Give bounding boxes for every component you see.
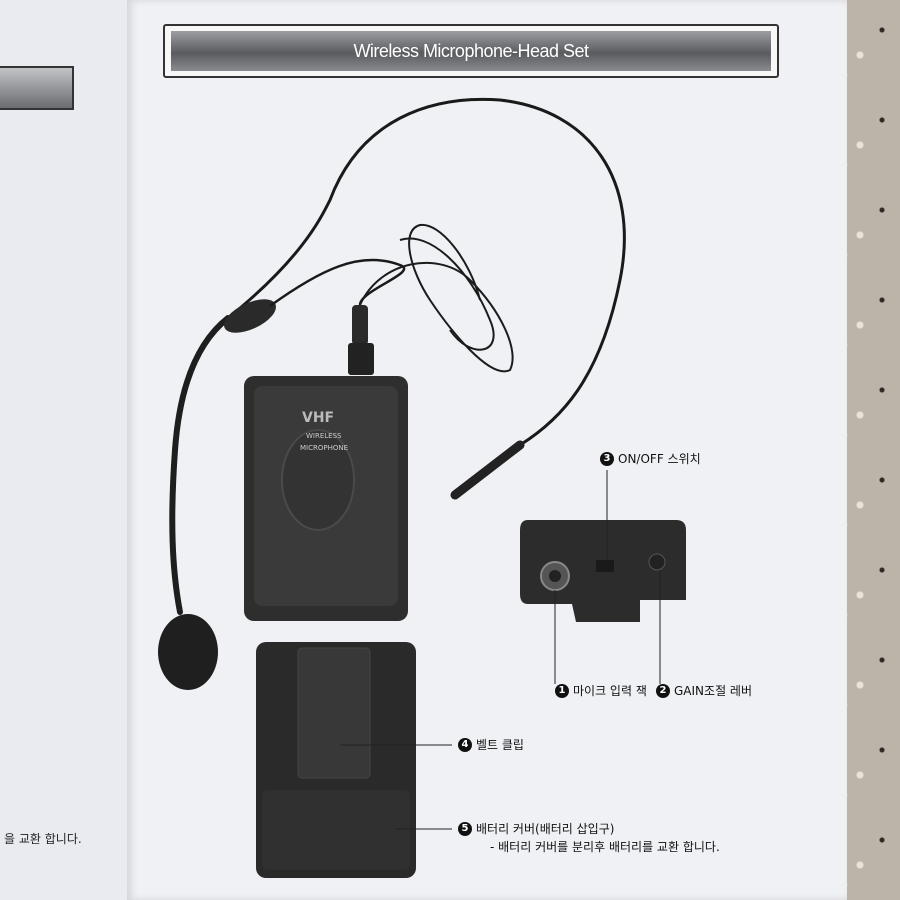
mic-foam-windscreen	[158, 614, 218, 690]
headset-boom	[169, 315, 231, 615]
coiled-cable	[359, 223, 514, 373]
cable-plug-base	[348, 343, 374, 375]
label-belt-clip: 4 벨트 클립	[458, 736, 524, 753]
manual-page: Wireless Microphone-Head Set	[127, 0, 847, 900]
label-mic-input-jack: 1 마이크 입력 잭	[555, 682, 647, 699]
headset-earpiece	[450, 440, 525, 500]
headset-ear-loop	[227, 97, 626, 447]
transmitter-emblem	[281, 429, 355, 531]
battery-note: - 배터리 커버를 분리후 배터리를 교환 합니다.	[490, 840, 720, 854]
label-gain-lever: 2 GAIN조절 레버	[656, 682, 752, 699]
left-page-text-fragment: 을 교환 합니다.	[4, 832, 82, 846]
label-on-off-switch: 3 ON/OFF 스위치	[600, 450, 701, 467]
gain-lever	[648, 553, 666, 571]
battery-cover-seam	[262, 790, 410, 870]
label-text-gain-lever: GAIN조절 레버	[674, 684, 752, 698]
leader-lines	[340, 470, 661, 830]
page-title: Wireless Microphone-Head Set	[353, 40, 589, 61]
label-text-mic-input-jack: 마이크 입력 잭	[573, 684, 647, 698]
label-text-on-off-switch: ON/OFF 스위치	[618, 452, 701, 466]
mic-input-jack-hole	[549, 570, 561, 582]
callout-number-5: 5	[458, 821, 472, 836]
callout-number-1: 1	[555, 683, 569, 698]
headset-junction	[224, 299, 276, 333]
cable-plug	[352, 305, 368, 345]
title-frame: Wireless Microphone-Head Set	[163, 24, 779, 78]
callout-number-2: 2	[656, 683, 670, 698]
left-page: 을 교환 합니다.	[0, 0, 128, 900]
transmitter-label-microphone: MICROPHONE	[300, 444, 349, 452]
transmitter-brand: VHF	[302, 410, 335, 426]
callout-number-4: 4	[458, 737, 472, 752]
belt-clip	[297, 647, 371, 779]
headset-wire	[269, 258, 405, 308]
label-battery-cover: 5 배터리 커버(배터리 삽입구)	[458, 820, 614, 837]
transmitter-label-wireless: WIRELESS	[306, 432, 342, 440]
label-text-belt-clip: 벨트 클립	[476, 738, 524, 752]
left-page-title-bar	[0, 66, 74, 110]
on-off-switch	[596, 560, 614, 572]
callout-number-3: 3	[600, 451, 614, 466]
label-text-battery-cover: 배터리 커버(배터리 삽입구)	[476, 822, 615, 836]
title-bar: Wireless Microphone-Head Set	[171, 31, 771, 71]
